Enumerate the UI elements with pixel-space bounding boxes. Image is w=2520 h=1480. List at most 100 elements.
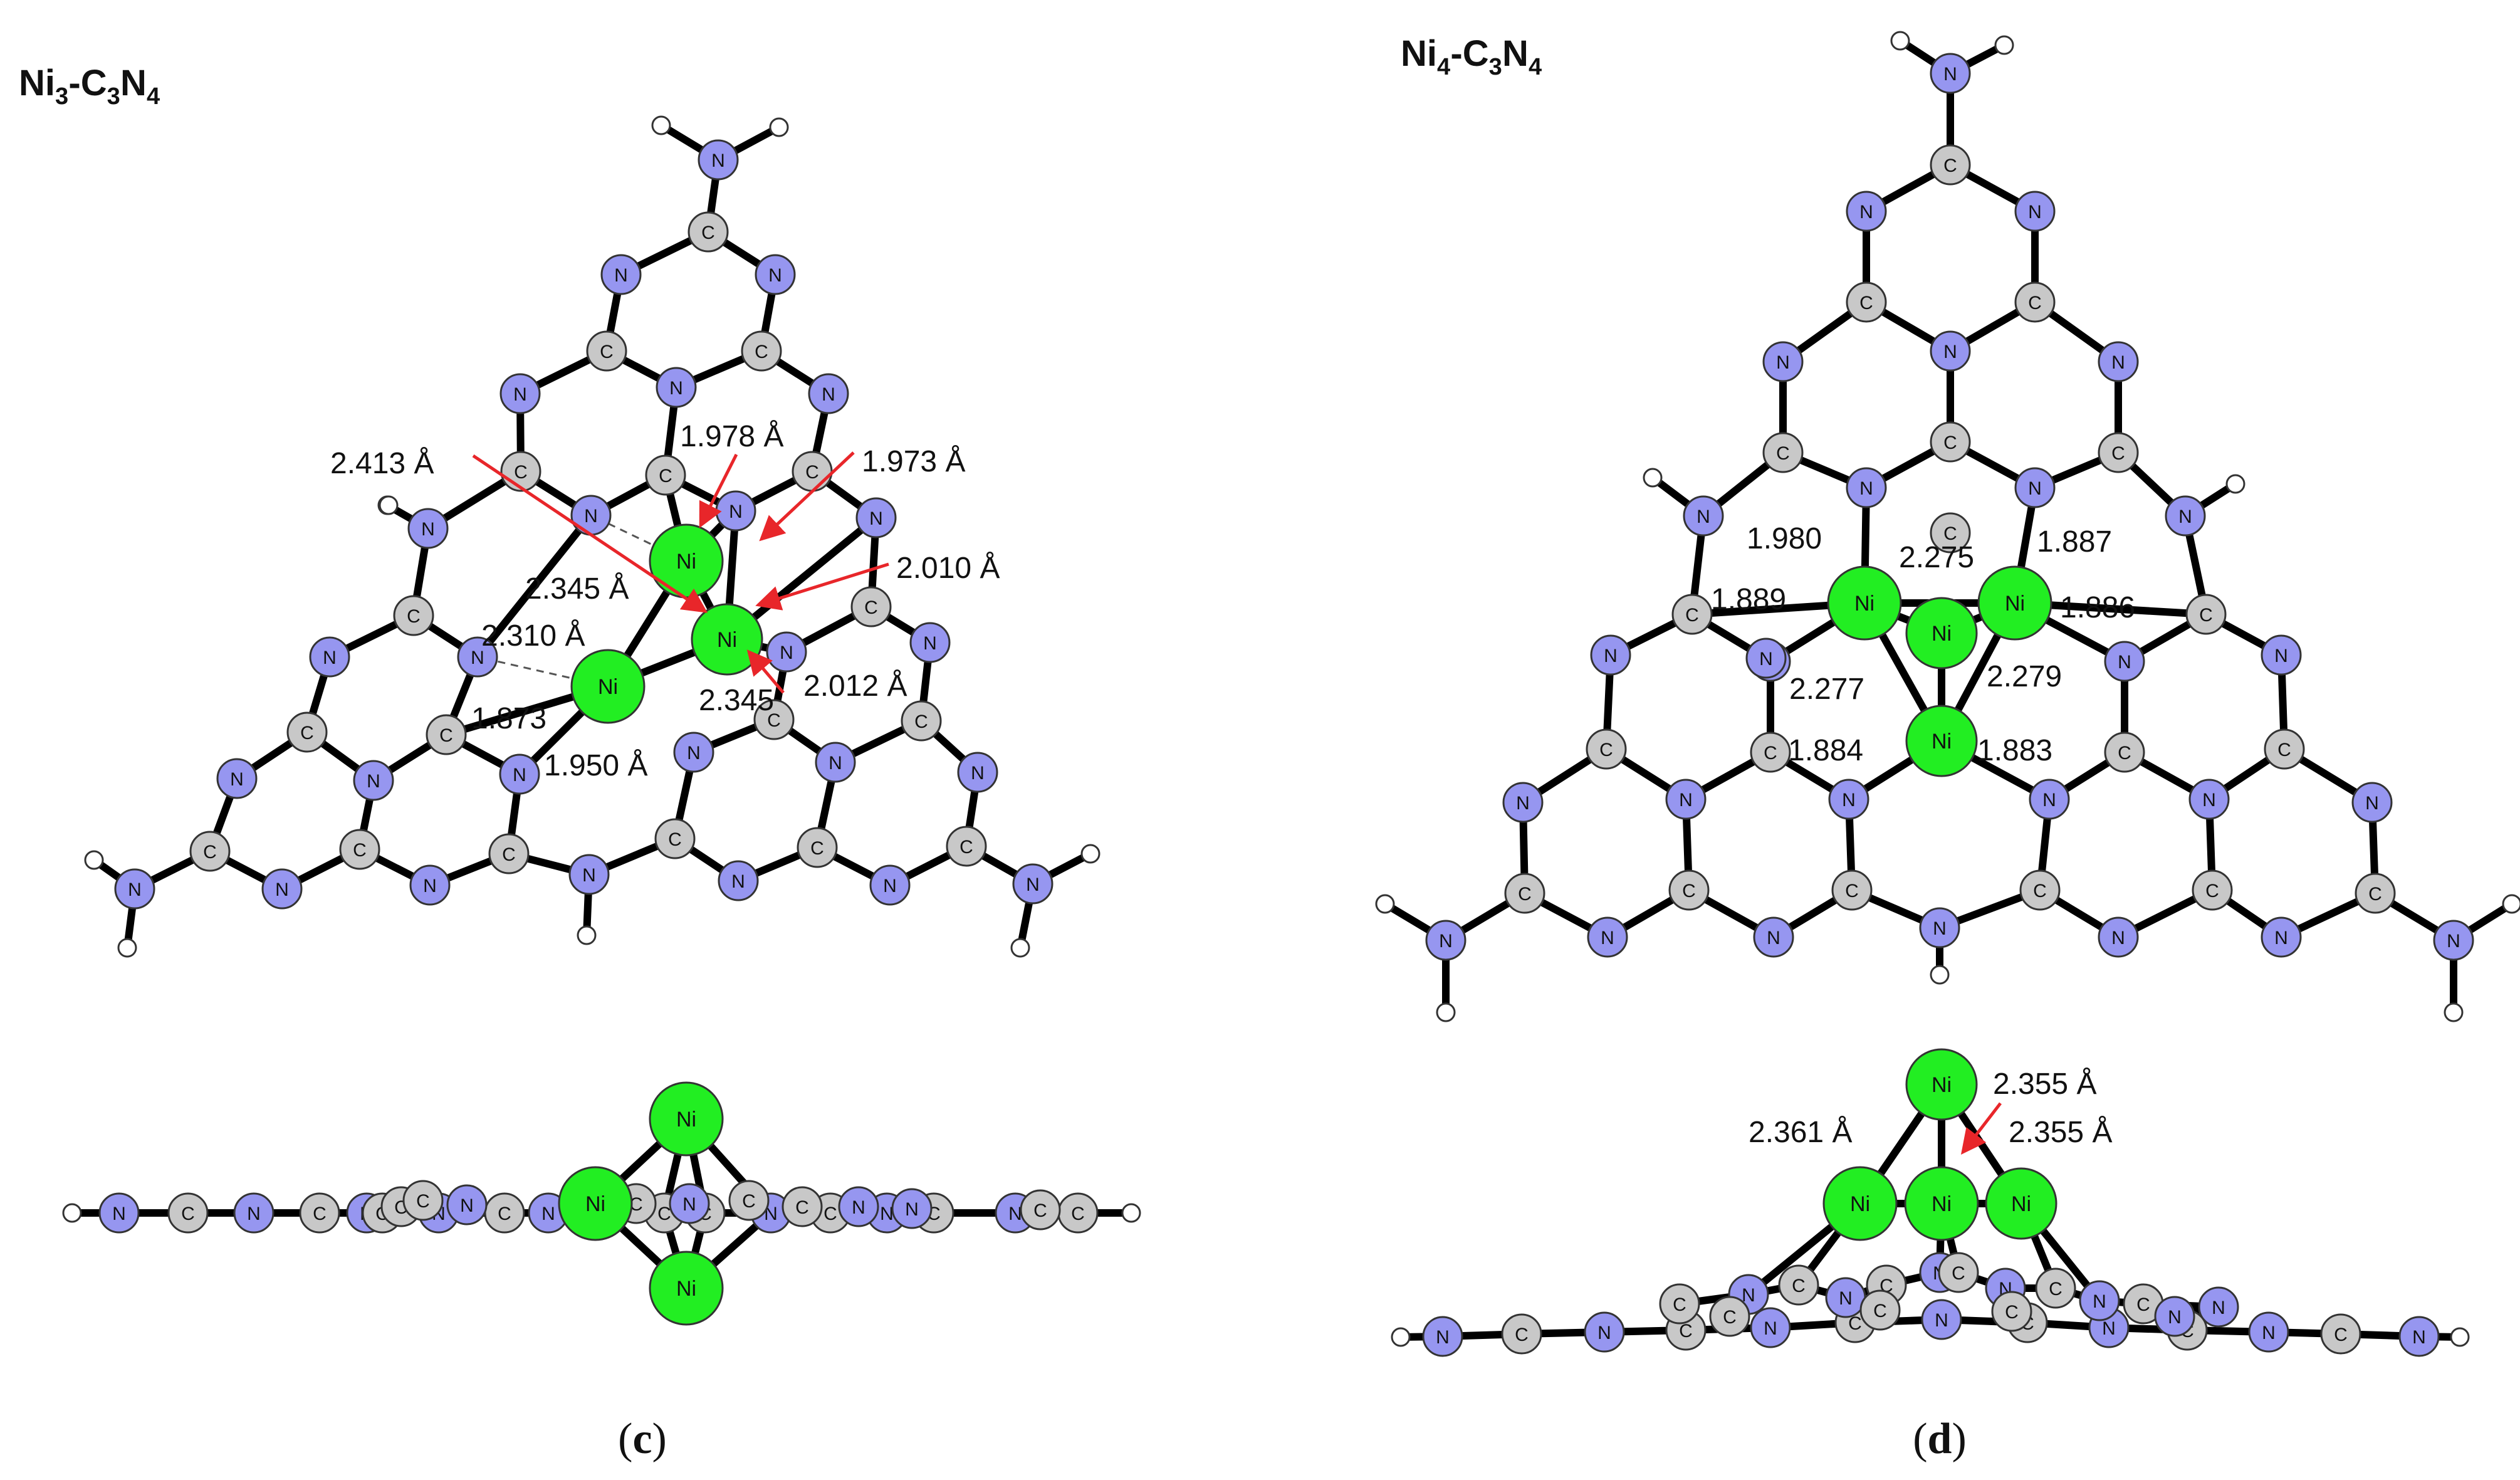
panel-d-top-atom-label: N [1933, 918, 1947, 939]
panel-d-top-atom-nitrogen: N [2014, 467, 2056, 508]
panel-c-top-atom-label: N [614, 265, 628, 286]
panel-d-side-atom-label: Ni [1850, 1192, 1870, 1216]
panel-d-side-atom-label: C [1848, 1313, 1862, 1334]
panel-d-side-atom-label: C [2334, 1325, 2348, 1345]
panel-c-side-atom-carbon: C [728, 1180, 770, 1221]
panel-d-top-atom-label: C [2205, 881, 2219, 901]
panel-d-side-atom-carbon: C [1709, 1296, 1750, 1337]
panel-d-side-atom-carbon: C [1501, 1313, 1542, 1355]
panel-c-distance-label: 1.873 [471, 702, 546, 735]
panel-d-distance-label: 2.279 [1987, 660, 2062, 693]
panel-c-top-atom-hydrogen [1010, 938, 1030, 958]
panel-c-side-atom-label: C [823, 1204, 837, 1224]
panel-c-top-atom-label: C [810, 838, 824, 859]
panel-d-side-atom-nitrogen: N [2154, 1296, 2195, 1337]
panel-d-side-atom-label: C [1723, 1307, 1737, 1328]
panel-c-side-atom-label: N [682, 1194, 696, 1215]
panel-c-top-atom-label: N [230, 769, 244, 790]
panel-c-top-atom-label: C [502, 844, 516, 865]
panel-c-top-atom-carbon: C [500, 451, 541, 492]
panel-d-top-atom-carbon: C [1586, 728, 1627, 770]
panel-d-top-atom-label: C [1599, 740, 1613, 760]
panel-c-top-atom-nickel: Ni [570, 649, 646, 724]
panel-c-top-atom-nitrogen: N [216, 758, 258, 799]
panel-d-top-atom-label: N [1767, 928, 1780, 948]
panel-d-top-atom-label: N [2111, 352, 2125, 373]
panel-c-top-atom-label: C [959, 837, 973, 858]
panel-d-side-atom-hydrogen [1391, 1327, 1411, 1347]
panel-c-top-atom-hydrogen [84, 850, 104, 870]
panel-c-top-atom-carbon: C [426, 714, 467, 755]
panel-d-top-atom-label: Ni [1854, 592, 1874, 616]
panel-d-side-atom-nickel: Ni [1905, 1048, 1978, 1121]
panel-d-top-atom-nitrogen: N [2433, 920, 2474, 961]
panel-d-side-view: NCNCNCNCNCNCNCNCNCNCNCNCNCNCCNiNiNiNi2.3… [1391, 1048, 2470, 1357]
panel-c-top-atom-label: N [768, 265, 782, 286]
panel-d-top-atom-label: N [2447, 931, 2460, 952]
panel-d-top-atom-nickel: Ni [1977, 565, 2052, 641]
panel-d-distance-label: 1.980 [1747, 522, 1822, 555]
panel-d-side-atom-hydrogen [2450, 1327, 2470, 1347]
panel-d-top-atom-nickel: Ni [1905, 597, 1978, 669]
panel-d-caption: (d) [1913, 1415, 1967, 1463]
panel-c-distance-arrow [759, 451, 855, 542]
panel-d-distance-label: 2.275 [1899, 541, 1974, 574]
panel-c-top-atom-nitrogen: N [1012, 863, 1053, 905]
panel-d-side-atom-carbon: C [1859, 1289, 1901, 1331]
panel-c-side-atom-label: N [905, 1199, 919, 1220]
panel-c-top-atom-label: C [668, 829, 682, 850]
panel-c-distance-arrow [472, 454, 708, 613]
panel-d-top-atom-nitrogen: N [2188, 779, 2230, 820]
panel-d-side-atom-label: C [1679, 1321, 1693, 1341]
panel-d-top-atom-nitrogen: N [2351, 782, 2393, 823]
panel-d-top-atom-carbon: C [2019, 869, 2061, 911]
panel-d-side-atom-label: N [1935, 1310, 1948, 1331]
panel-c-top-atom-nitrogen: N [718, 860, 759, 901]
panel-d-side-atom-carbon: C [1778, 1264, 1819, 1306]
panel-c-top-atom-label: N [423, 876, 437, 896]
panel-c-top-atom-label: N [731, 871, 745, 892]
panel-d-top-atom-label: N [2365, 793, 2379, 814]
panel-c-top-atom-nitrogen: N [409, 864, 451, 906]
panel-d-title: Ni4 -C3 N4 [1401, 33, 1542, 80]
panel-c-top-atom-label: C [600, 342, 614, 362]
panel-d-top-view: NCNNCCNNNCCCNNNNCCNNNNCCCCNNNNNNCCCCCCNN… [1375, 31, 2520, 1022]
panel-d-distance-label: 2.277 [1789, 673, 1864, 706]
panel-d-top-atom-label: C [2028, 293, 2042, 313]
panel-c-side-atom-carbon: C [167, 1192, 209, 1234]
panel-c-top-atom-nitrogen: N [815, 742, 856, 783]
panel-c-top-atom-nitrogen: N [855, 497, 897, 538]
panel-d-side-atom-label: C [1952, 1263, 1965, 1284]
panel-d-side-atom-label: N [2102, 1318, 2116, 1339]
panel-d-top-atom-nitrogen: N [1846, 467, 1887, 508]
panel-d-top-atom-label: C [1859, 293, 1873, 313]
panel-c-top-atom-label: N [323, 648, 337, 668]
panel-d-top-atom-hydrogen [2444, 1002, 2464, 1022]
panel-c-top-atom-hydrogen [117, 938, 137, 958]
panel-c-top-atom-label: N [780, 643, 793, 663]
panel-c-top-atom-label: N [822, 384, 835, 405]
panel-c-side-atom-nitrogen: N [446, 1184, 488, 1225]
panel-d-top-atom-label: N [1859, 478, 1873, 499]
panel-d-top-atom-carbon: C [2014, 281, 2056, 323]
panel-d-side-atom-nitrogen: N [1921, 1299, 1962, 1340]
panel-c-side-atom-nitrogen: N [838, 1186, 879, 1227]
panel-c-top-atom-label: N [128, 879, 142, 900]
panel-c-top-atom-nitrogen: N [407, 508, 449, 549]
panel-d-top-atom-hydrogen [1436, 1002, 1456, 1022]
panel-c-top-atom-label: C [300, 723, 314, 743]
panel-d-top-atom-hydrogen [1375, 894, 1395, 914]
panel-d-top-atom-carbon: C [1930, 144, 1971, 186]
panel-c-side-atom-label: N [880, 1204, 894, 1224]
panel-d-top-atom-nitrogen: N [1930, 330, 1971, 372]
panel-c-top-atom-label: N [582, 865, 596, 886]
panel-c-top-atom-label: N [584, 506, 598, 527]
panel-c-top-atom-nitrogen: N [957, 752, 998, 793]
panel-c-top-atom-nitrogen: N [755, 254, 796, 295]
panel-d-side-atom-label: N [1742, 1285, 1755, 1306]
panel-c-side-atom-carbon: C [1057, 1192, 1099, 1234]
panel-c-side-atom-label: N [247, 1204, 261, 1224]
panel-c-top-atom-carbon: C [741, 330, 782, 372]
panel-c-distance-arrow [699, 453, 738, 528]
